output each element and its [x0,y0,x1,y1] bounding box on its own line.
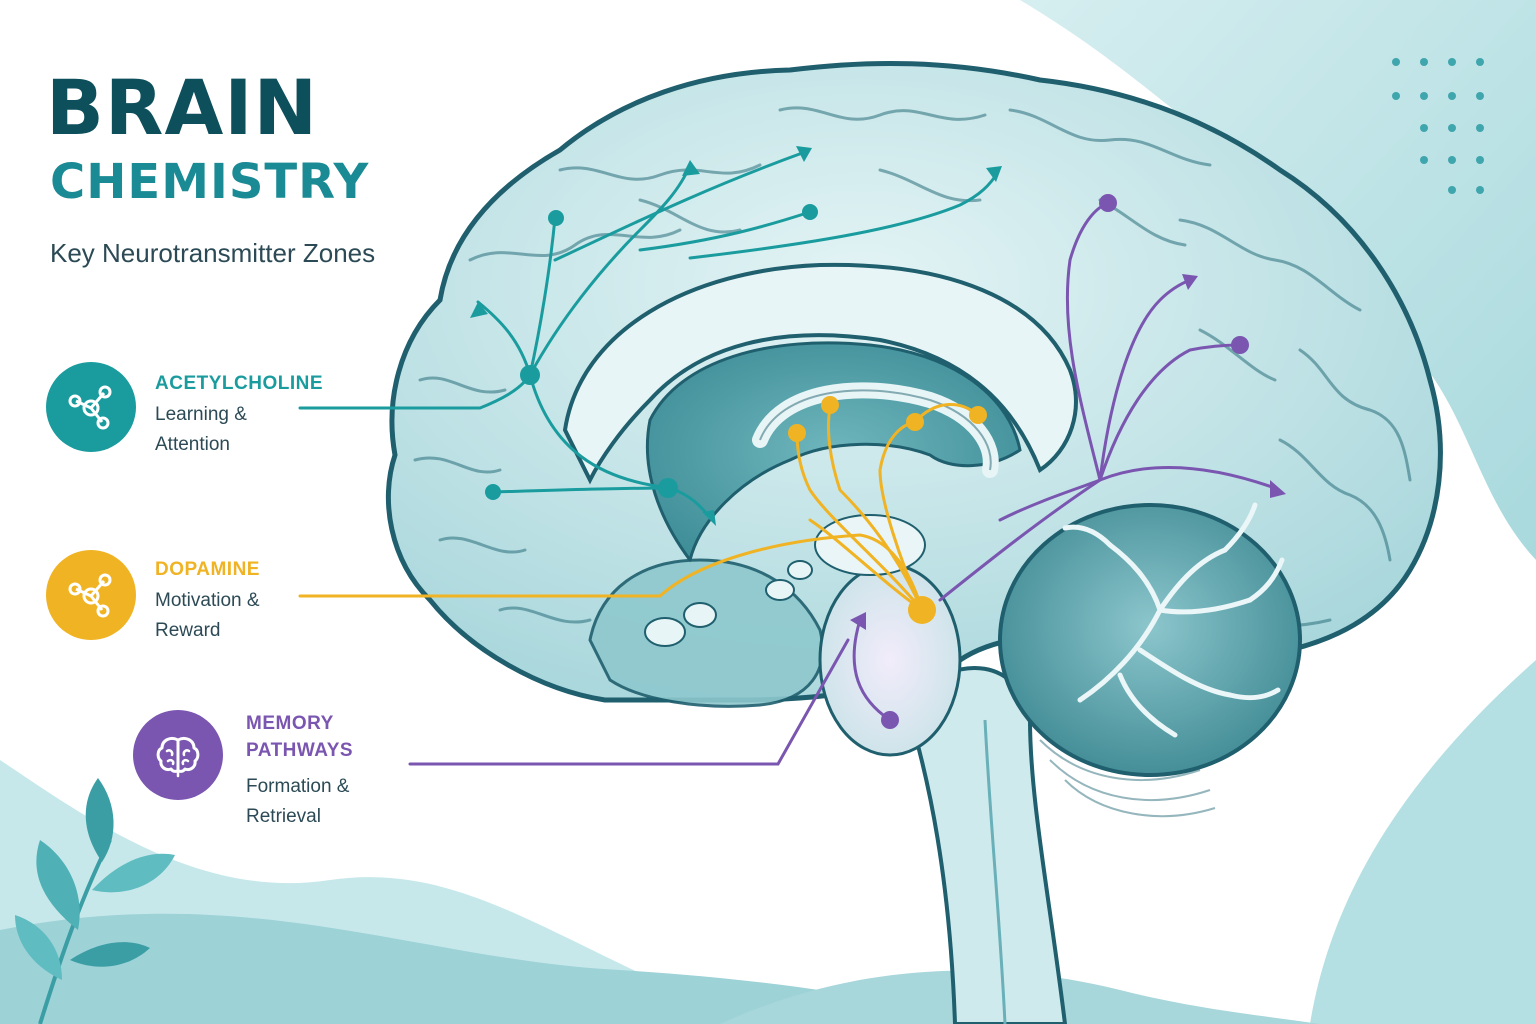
acetylcholine-arrowheads [470,146,1002,526]
cerebellum [998,503,1302,777]
leaf-sprig-icon [15,778,175,1024]
arbor-vitae [1062,502,1285,738]
brain-icon [156,736,200,778]
acetylcholine-hub-node [520,365,540,385]
dopamine-legend-title: DOPAMINE [155,559,260,580]
acetylcholine-legend-icon [46,362,136,452]
memory-nodes [881,194,1249,729]
cerebellum-lower-stripes [1039,739,1216,818]
memory-arrowheads [850,274,1286,630]
memory-legend-icon [133,710,223,800]
acetylcholine-legend-description: Learning & Attention [155,404,247,455]
background-wave-top-right [1020,0,1536,560]
page-subtitle: Key Neurotransmitter Zones [50,238,376,268]
dopamine-legend-description: Motivation & Reward [155,590,260,641]
page-title: BRAIN [46,63,319,152]
acetylcholine-nodes [485,204,818,500]
background-wave-bottom [0,913,980,1024]
brain-stem [902,665,1068,1024]
memory-pathways [408,201,1277,766]
corpus-callosum [562,262,1078,485]
acetylcholine-pathways [298,150,1000,522]
dopamine-nodes [788,396,987,624]
memory-legend-title: MEMORY PATHWAYS [246,713,354,761]
limbic-bulbs [644,560,813,647]
acetylcholine-lower-hub-node [658,478,678,498]
decorative-dot-grid [1392,58,1484,194]
dopamine-legend-icon [46,550,136,640]
molecule-icon [68,573,112,618]
page-title-line2: CHEMISTRY [50,154,370,210]
dopamine-hub-node [908,596,936,624]
background-wave-bottom-right [1310,660,1536,1024]
memory-legend-description: Formation & Retrieval [246,776,350,827]
acetylcholine-legend-title: ACETYLCHOLINE [155,373,323,394]
molecule-icon [68,385,112,430]
